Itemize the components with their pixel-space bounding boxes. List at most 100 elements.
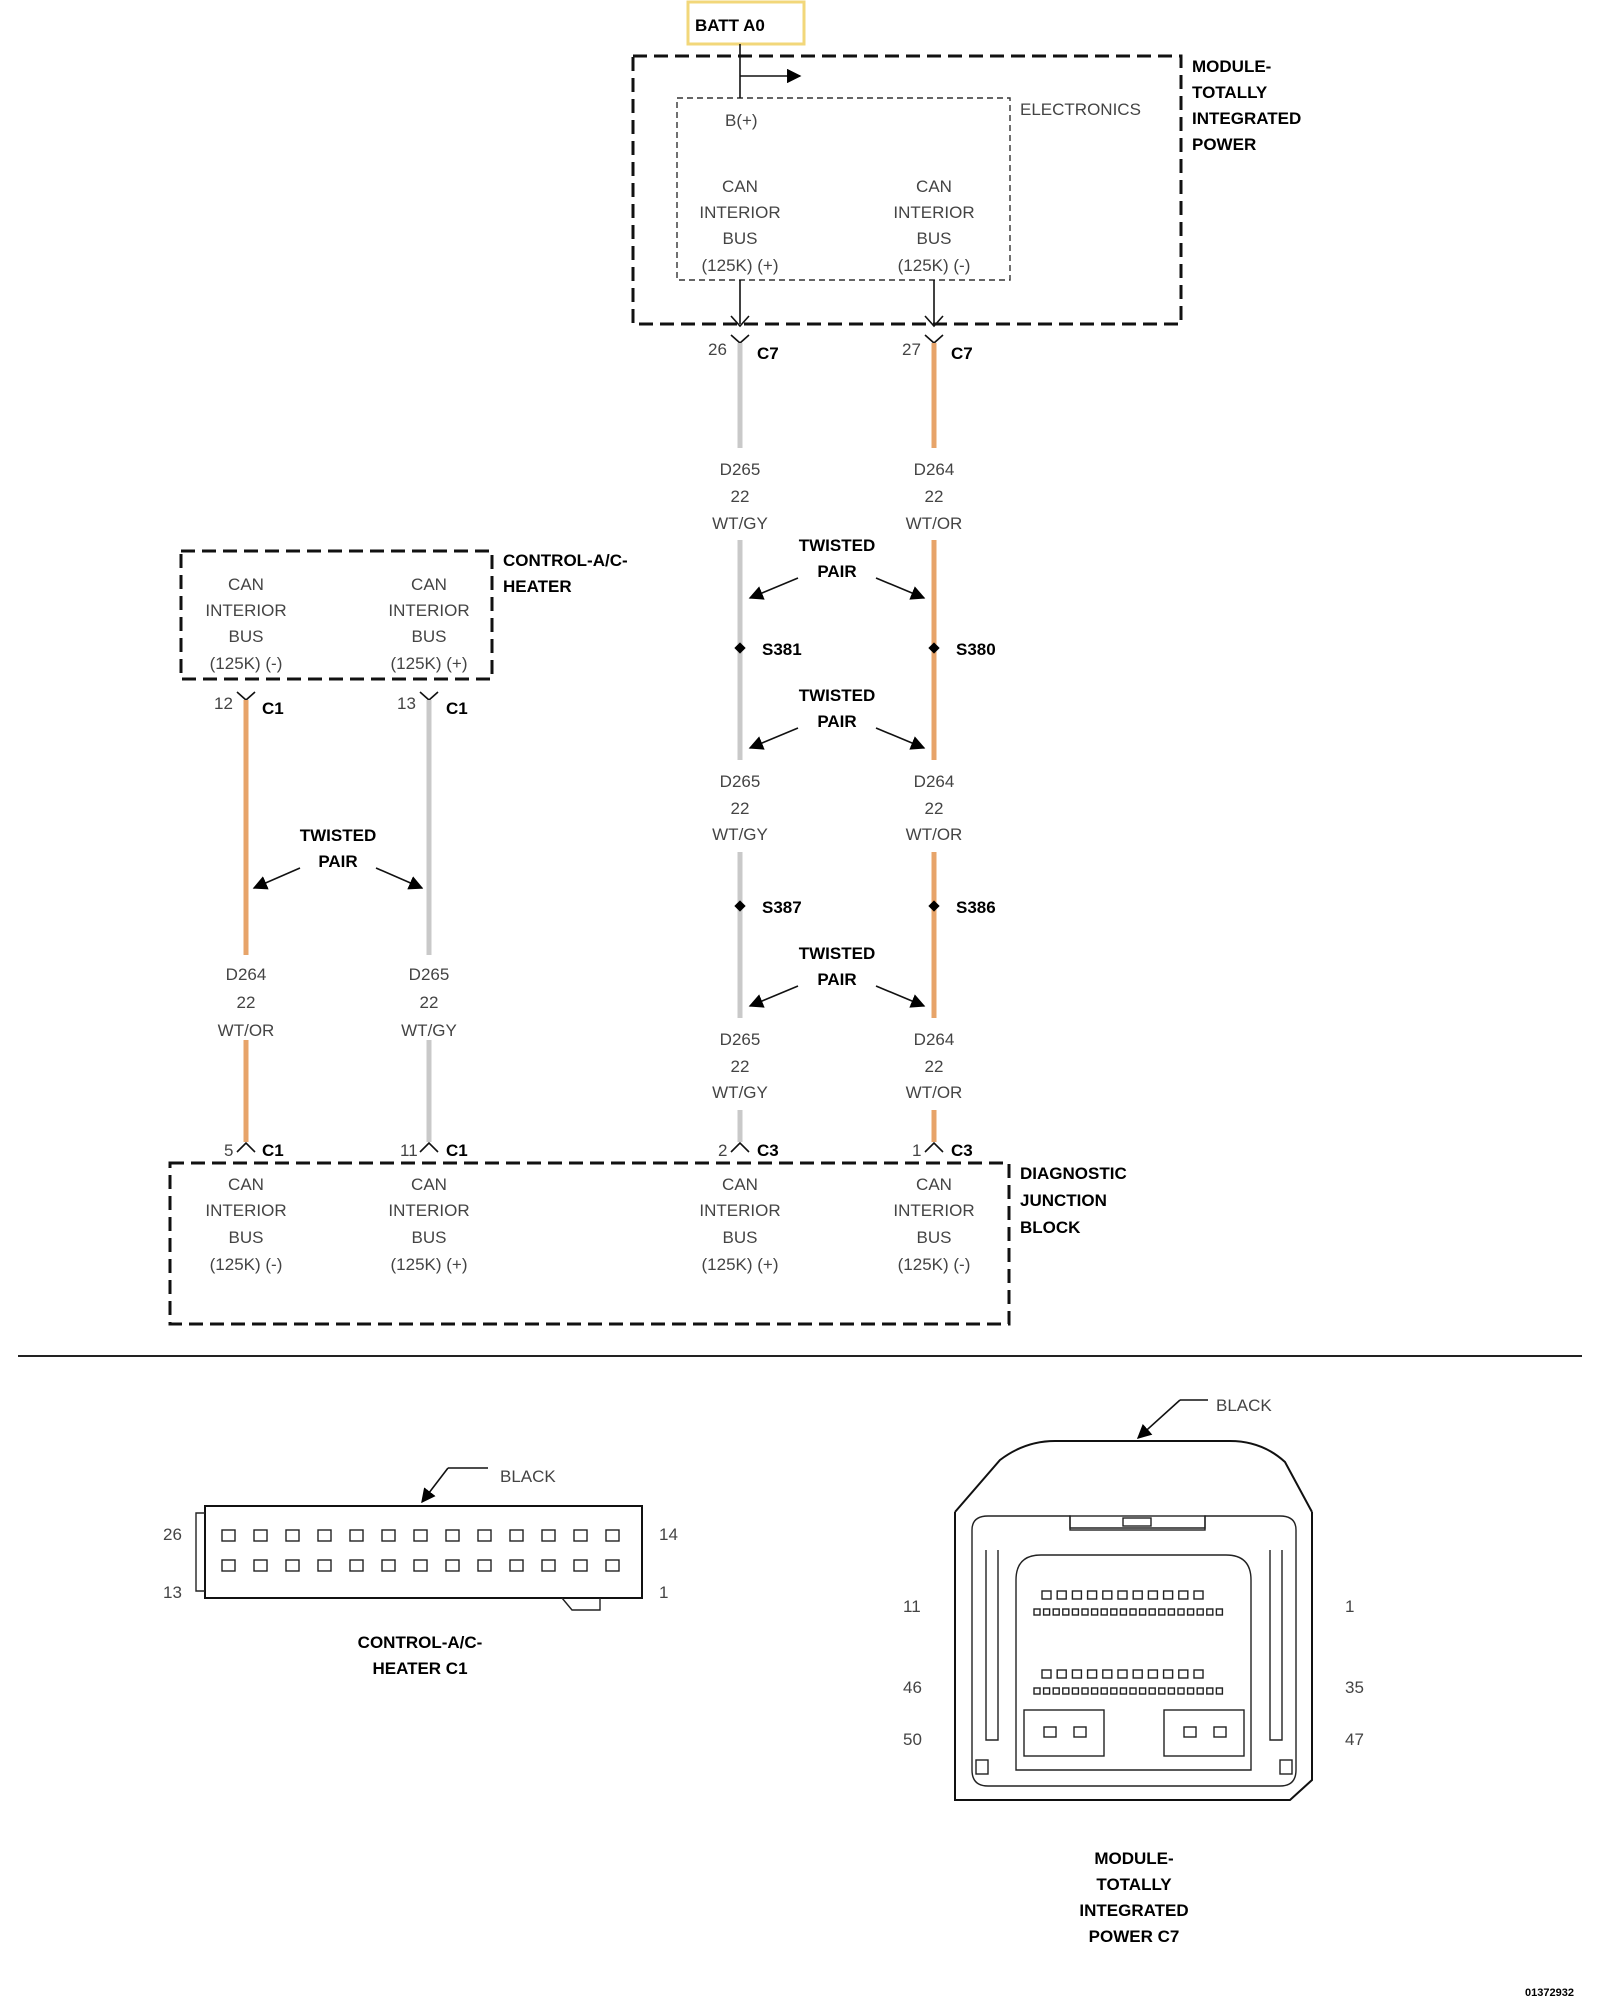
splice-s381-dot	[734, 642, 746, 654]
tip-module-outline	[631, 54, 1183, 326]
c7-cavity	[1129, 1608, 1137, 1616]
c7-large-pin-3	[1183, 1726, 1197, 1738]
c1-name-l1: CONTROL-A/C-	[358, 1633, 483, 1652]
c1-cavity	[253, 1559, 268, 1572]
tp4-l1: TWISTED	[300, 826, 377, 845]
d265-h-c: WT/GY	[401, 1021, 457, 1040]
c1-pin-14: 14	[659, 1525, 678, 1544]
c7-cavity	[1086, 1590, 1098, 1600]
batt-label: BATT A0	[695, 16, 765, 35]
tp1-arrow-right	[875, 577, 926, 600]
c7-cavity	[1117, 1590, 1128, 1600]
djb-c3-1-symbol	[924, 1141, 944, 1153]
c7-color-label: BLACK	[1216, 1396, 1272, 1415]
d265-l3-a: D265	[720, 1030, 761, 1049]
hvac-c1-13-pin: 13	[397, 694, 416, 713]
tip-name-l3: INTEGRATED	[1192, 109, 1301, 128]
c7-large-pin-1	[1043, 1726, 1057, 1738]
c7-cavity	[1090, 1608, 1099, 1616]
wire-d264-label-3: D264 22 WT/OR	[906, 1030, 963, 1102]
c7-pin-11: 11	[903, 1597, 921, 1616]
hvac-pl-4: (125K) (-)	[210, 654, 283, 673]
c7-cavity	[1196, 1687, 1204, 1695]
tip-pr-3: BUS	[917, 229, 952, 248]
c7-26-conn: C7	[757, 344, 779, 363]
d264-l1-b: 22	[925, 487, 944, 506]
c7-cavity	[1193, 1590, 1204, 1600]
c7-cavity	[1062, 1687, 1070, 1695]
c1-cavity	[253, 1529, 268, 1542]
c7-inner-face	[1015, 1554, 1252, 1771]
tip-left-female-symbol	[730, 315, 750, 328]
c7-cavity	[1186, 1687, 1195, 1695]
hvac-c1-12-male-symbol	[236, 691, 256, 702]
c7-cavity	[1186, 1608, 1195, 1616]
tp2-arrow-right	[875, 727, 926, 750]
c1-cavity	[381, 1529, 396, 1542]
c7-pin-1: 1	[1345, 1597, 1354, 1616]
tip-pr-1: CAN	[916, 177, 952, 196]
d264-l3-c: WT/OR	[906, 1083, 963, 1102]
hvac-pr-1: CAN	[411, 575, 447, 594]
tp1-l1: TWISTED	[799, 536, 876, 555]
djb-c3-1-conn: C3	[951, 1141, 973, 1160]
tip-pr-4: (125K) (-)	[898, 256, 971, 275]
c7-cavity	[1071, 1590, 1083, 1600]
c7-cavity	[1117, 1669, 1128, 1679]
c7-name-l3: INTEGRATED	[1079, 1901, 1188, 1920]
djb-p2-1: CAN	[411, 1175, 447, 1194]
tip-pl-3: BUS	[723, 229, 758, 248]
twisted-pair-2: TWISTED PAIR	[748, 686, 926, 750]
djb-name-l1: DIAGNOSTIC	[1020, 1164, 1127, 1183]
c1-key	[561, 1597, 601, 1611]
c7-cavity	[1167, 1608, 1176, 1616]
hvac-pin-right-text: CAN INTERIOR BUS (125K) (+)	[388, 575, 469, 673]
c1-body	[204, 1505, 643, 1599]
c7-cavity	[1162, 1669, 1174, 1679]
c7-name-l4: POWER C7	[1089, 1927, 1180, 1946]
c7-cavity	[1102, 1669, 1113, 1679]
djb-c3-2-conn: C3	[757, 1141, 779, 1160]
c7-cavity	[1110, 1687, 1118, 1695]
c7-cavity	[1041, 1590, 1052, 1600]
c7-cavity	[1147, 1590, 1159, 1600]
c7-name-l1: MODULE-	[1094, 1849, 1173, 1868]
c7-cavity	[1167, 1687, 1176, 1695]
tp2-l1: TWISTED	[799, 686, 876, 705]
c7-cavity	[1215, 1608, 1224, 1616]
c1-name-l2: HEATER C1	[372, 1659, 467, 1678]
c7-outer-shell	[971, 1515, 1297, 1787]
c7-cavity	[1100, 1687, 1108, 1695]
hvac-pl-3: BUS	[229, 627, 264, 646]
c7-cavity	[1148, 1687, 1156, 1695]
djb-p3-2: INTERIOR	[699, 1201, 780, 1220]
c1-cavity	[413, 1529, 428, 1542]
c1-pin-13: 13	[163, 1583, 182, 1602]
c1-cavity	[541, 1559, 556, 1572]
c1-cavity	[573, 1559, 588, 1572]
c7-right-rail	[1269, 1550, 1283, 1741]
c7-right-tab	[1279, 1759, 1293, 1775]
c7-cavity	[1102, 1590, 1113, 1600]
djb-p3-4: (125K) (+)	[702, 1255, 779, 1274]
hvac-pl-2: INTERIOR	[205, 601, 286, 620]
c1-cavity	[445, 1529, 460, 1542]
djb-p2-4: (125K) (+)	[391, 1255, 468, 1274]
c1-cavity	[605, 1529, 620, 1542]
djb-c1-11-conn: C1	[446, 1141, 468, 1160]
d265-l1-c: WT/GY	[712, 514, 768, 533]
djb-p3-1: CAN	[722, 1175, 758, 1194]
c7-body	[954, 1512, 1313, 1801]
djb-c3-2-symbol	[730, 1141, 750, 1153]
d265-l1-b: 22	[731, 487, 750, 506]
splice-s386-dot	[928, 900, 940, 912]
tip-pl-2: INTERIOR	[699, 203, 780, 222]
c1-cavity	[317, 1529, 332, 1542]
c1-cavity	[413, 1559, 428, 1572]
hvac-c1-12-conn: C1	[262, 699, 284, 718]
c7-pin-47: 47	[1345, 1730, 1364, 1749]
d265-l2-c: WT/GY	[712, 825, 768, 844]
c7-cavity	[1052, 1687, 1060, 1695]
tip-name-l4: POWER	[1192, 135, 1256, 154]
